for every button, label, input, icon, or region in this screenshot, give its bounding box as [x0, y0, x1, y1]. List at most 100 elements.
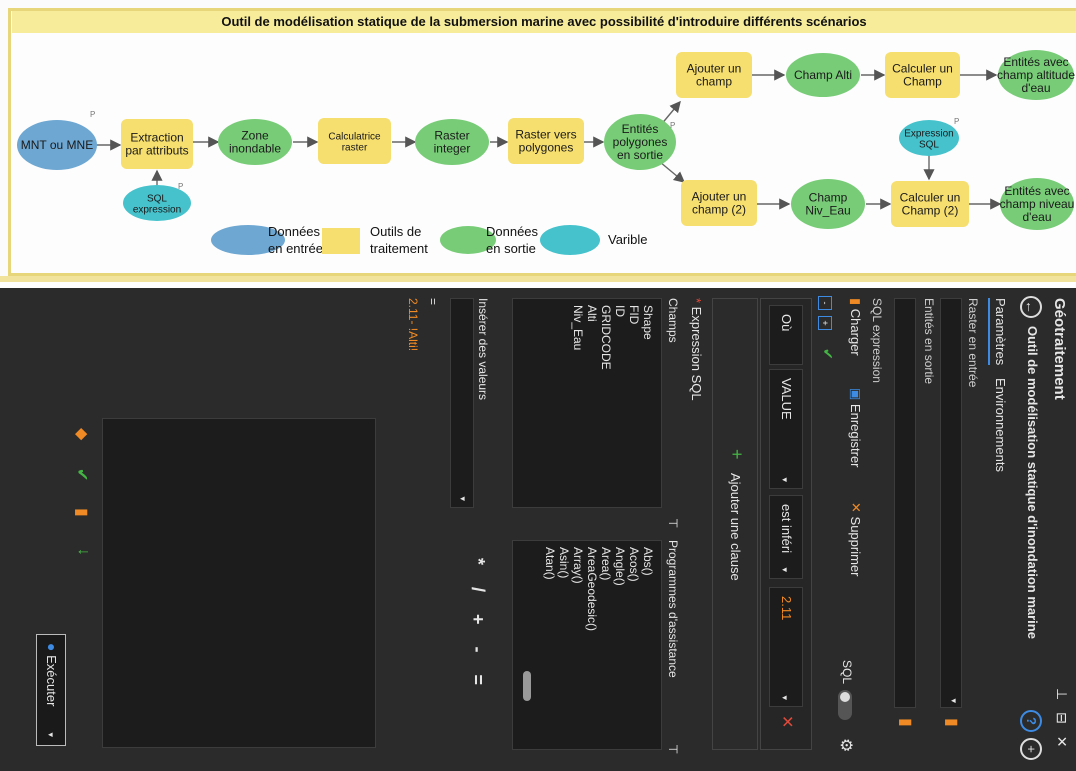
node-label: Calculer un: [900, 191, 961, 205]
expand-icon[interactable]: +: [818, 316, 832, 330]
save-icon: ▣: [848, 388, 864, 401]
model-title: Outil de modélisation statique de la sub…: [12, 11, 1076, 33]
insert-values-label: Insérer des valeurs: [476, 298, 490, 401]
field-select[interactable]: VALUE▾: [769, 369, 803, 489]
eraser-icon[interactable]: ◆: [73, 428, 90, 441]
raster-entree-input[interactable]: ▾: [940, 298, 962, 708]
entites-sortie-input[interactable]: [894, 298, 916, 708]
list-item[interactable]: AreaGeodesic(): [585, 547, 599, 632]
parameter-marker: P: [178, 182, 183, 191]
gear-icon[interactable]: ⚙: [837, 738, 854, 753]
folder-icon[interactable]: ▮: [897, 718, 914, 727]
node-label: d'eau: [1022, 81, 1051, 95]
pin-icon[interactable]: ⊥: [1054, 688, 1070, 701]
check-icon[interactable]: ✔: [820, 348, 836, 360]
geoprocessing-screenshot: Géotraitement ⊥ ⊟ ✕ ← Outil de modélisat…: [0, 288, 1076, 771]
legend-label: Données: [486, 224, 539, 239]
node-label: Calculatrice: [328, 132, 381, 143]
list-item[interactable]: GRIDCODE: [599, 305, 613, 370]
connectors: [95, 69, 1002, 210]
node-label: champ (2): [692, 203, 746, 217]
list-item[interactable]: Array(): [571, 547, 585, 584]
tab-parametres[interactable]: Paramètres: [988, 298, 1008, 366]
help-icon[interactable]: ?: [1020, 710, 1042, 732]
list-item[interactable]: FID: [627, 305, 641, 325]
add-icon[interactable]: +: [1020, 738, 1042, 760]
node-label: polygones: [519, 141, 574, 155]
node-label: Raster: [434, 129, 469, 143]
back-icon[interactable]: ←: [1020, 296, 1042, 318]
fields-list[interactable]: Shape FID ID GRIDCODE Alti Niv_Eau: [512, 298, 662, 508]
filter-icon[interactable]: ⊤: [666, 518, 680, 529]
node-label: d'eau: [1023, 210, 1052, 224]
expression-editor[interactable]: [102, 418, 376, 748]
auto-hide-icon[interactable]: ⊟: [1054, 712, 1070, 724]
value-input[interactable]: 2.11▾: [769, 587, 803, 707]
list-item[interactable]: Acos(): [627, 547, 641, 582]
champs-label: Champs: [666, 298, 680, 343]
node-label: Champ (2): [902, 204, 959, 218]
enregistrer-button[interactable]: ▣ Enregistrer: [847, 388, 864, 468]
legend-label: en sortie: [486, 241, 536, 256]
node-label: Entités: [622, 122, 659, 136]
check-icon[interactable]: ✔: [73, 468, 90, 482]
list-item[interactable]: Abs(): [641, 547, 655, 576]
charger-button[interactable]: ▮ Charger: [847, 298, 864, 356]
list-item[interactable]: Shape: [641, 305, 655, 340]
list-item[interactable]: Angle(): [613, 547, 627, 586]
helpers-label: Programmes d'assistance: [666, 540, 680, 678]
model-diagram: Outil de modélisation statique de la sub…: [0, 0, 1076, 282]
where-label: Où: [769, 305, 803, 365]
download-icon[interactable]: ↓: [75, 548, 92, 556]
list-item[interactable]: Asin(): [557, 547, 571, 579]
folder-icon[interactable]: ▮: [943, 718, 960, 727]
delete-clause-icon[interactable]: ✕: [778, 715, 795, 729]
expression-sql-label: * Expression SQL: [689, 298, 704, 401]
folder-icon[interactable]: ▮: [73, 508, 90, 517]
node-champ-alti: Champ Alti: [786, 53, 860, 97]
sql-toggle[interactable]: [838, 690, 852, 720]
list-item[interactable]: Alti: [585, 305, 599, 322]
expression-text[interactable]: 2.11- !Alti!: [406, 298, 420, 352]
list-item[interactable]: Niv_Eau: [571, 305, 585, 351]
legend-label: Outils de: [370, 224, 421, 239]
list-item[interactable]: Atan(): [543, 547, 557, 580]
node-label: champ niveau: [1000, 197, 1075, 211]
node-label: Niv_Eau: [805, 204, 850, 218]
node-label: Champ: [903, 75, 942, 89]
supprimer-button[interactable]: ✕ Supprimer: [847, 502, 864, 577]
collapse-icon[interactable]: -: [818, 296, 832, 310]
panel-title: Géotraitement: [1051, 298, 1068, 400]
panel-controls[interactable]: ⊥ ⊟ ✕: [1053, 688, 1070, 747]
tab-environnements[interactable]: Environnements: [993, 378, 1008, 472]
chevron-down-icon: ▾: [46, 732, 56, 737]
clause-row: Où VALUE▾ est inféri▾ 2.11▾ ✕: [760, 298, 812, 750]
operator-buttons[interactable]: */+-=: [468, 558, 488, 708]
scrollbar[interactable]: [523, 671, 531, 701]
list-item[interactable]: Area(): [599, 547, 613, 581]
close-icon[interactable]: ✕: [1054, 735, 1070, 748]
list-item[interactable]: ID: [613, 305, 627, 317]
node-label: Ajouter un: [692, 190, 747, 204]
close-icon: ✕: [848, 502, 864, 513]
filter-icon[interactable]: ⊤: [666, 744, 680, 755]
helpers-list[interactable]: Abs() Acos() Angle() Area() AreaGeodesic…: [512, 540, 662, 750]
chevron-down-icon[interactable]: ▾: [949, 698, 959, 703]
operator-select[interactable]: est inféri▾: [769, 495, 803, 579]
insert-values-select[interactable]: ▾: [450, 298, 474, 508]
run-button[interactable]: ● Exécuter ▾: [36, 634, 66, 746]
node-label: polygones: [613, 135, 668, 149]
add-clause-button[interactable]: + Ajouter une clause: [712, 298, 758, 750]
tool-title: Outil de modélisation statique d'inondat…: [1025, 326, 1040, 639]
